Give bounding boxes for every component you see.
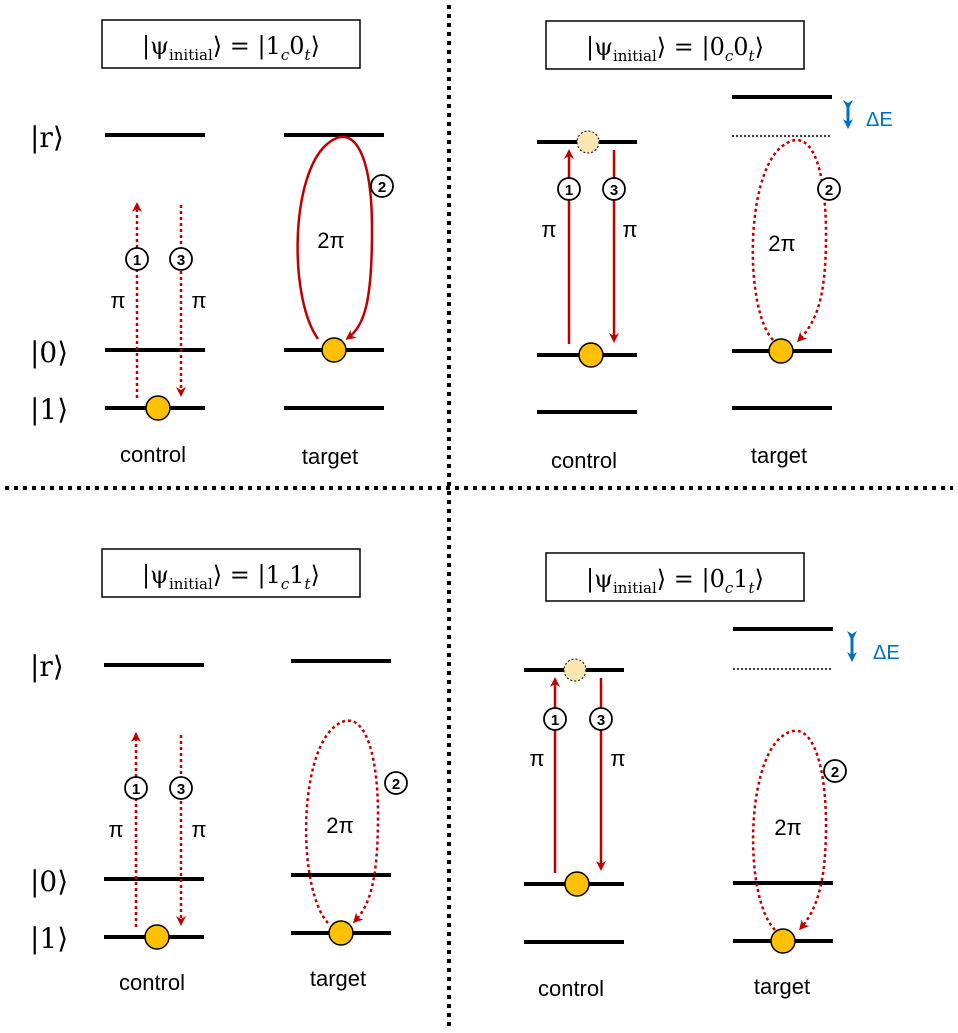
step-2-label: 2 (825, 182, 833, 199)
control-atom (564, 871, 590, 897)
step-1-marker (125, 247, 149, 271)
pi-label-left: π (108, 817, 123, 842)
step-1-label: 1 (133, 252, 141, 269)
step-1-label: 1 (132, 781, 140, 798)
step-3-label: 3 (177, 781, 185, 798)
step-3-label: 3 (177, 252, 185, 269)
pi-label-right: π (191, 817, 206, 842)
level-label-0: |0⟩ (30, 336, 68, 369)
panel-bottom-right: |ψinitial⟩ = |0c1t⟩ ΔE 1 3 π π 2 2π (524, 552, 900, 1001)
two-pi-loop (296, 135, 374, 340)
panel-bottom-left: |ψinitial⟩ = |1c1t⟩ |r⟩ |0⟩ |1⟩ 1 3 π π … (30, 548, 408, 995)
two-pi-label: 2π (317, 228, 344, 253)
step-2-label: 2 (378, 179, 386, 196)
target-atom (328, 920, 354, 946)
control-label: control (538, 976, 604, 1001)
delta-e-label: ΔE (873, 642, 900, 664)
state-box (101, 19, 361, 69)
state-label: |ψinitial⟩ = |1c0t⟩ (142, 32, 320, 64)
pi-label-right: π (610, 746, 625, 771)
state-box (101, 548, 361, 598)
level-label-r: |r⟩ (30, 121, 64, 154)
step-3-marker (589, 707, 613, 731)
control-atom (144, 924, 170, 950)
step-1-marker (124, 776, 148, 800)
panel-top-right: |ψinitial⟩ = |0c0t⟩ ΔE 1 3 π π 2 2π (537, 20, 893, 473)
step-1-marker (543, 707, 567, 731)
step-3-marker (169, 247, 193, 271)
pi-label-right: π (191, 288, 206, 313)
step-1-label: 1 (551, 712, 559, 729)
step-3-marker (169, 776, 193, 800)
two-pi-loop (751, 139, 828, 343)
target-label: target (754, 974, 810, 999)
pi-label-left: π (541, 217, 556, 242)
state-label: |ψinitial⟩ = |1c1t⟩ (142, 561, 320, 593)
step-2-marker (817, 177, 841, 201)
two-pi-label: 2π (768, 231, 795, 256)
target-atom (768, 338, 794, 364)
two-pi-loop (304, 719, 380, 924)
target-label: target (302, 444, 358, 469)
panel-top-left: |ψinitial⟩ = |1c0t⟩ |r⟩ |0⟩ |1⟩ 1 3 π π … (30, 19, 394, 469)
pi-label-left: π (110, 288, 125, 313)
state-box (545, 20, 805, 70)
level-label-r: |r⟩ (30, 650, 64, 683)
pi-label-right: π (622, 217, 637, 242)
step-1-marker (557, 177, 581, 201)
step-3-label: 3 (597, 712, 605, 729)
control-rydberg-atom-faded (563, 658, 587, 682)
control-atom (145, 395, 171, 421)
target-label: target (751, 443, 807, 468)
control-label: control (119, 970, 185, 995)
control-atom (578, 342, 604, 368)
step-3-label: 3 (610, 182, 618, 199)
state-box (545, 552, 805, 602)
step-1-label: 1 (565, 182, 573, 199)
step-2-marker (384, 771, 408, 795)
target-label: target (310, 966, 366, 991)
two-pi-label: 2π (774, 815, 801, 840)
level-label-1: |1⟩ (30, 922, 68, 955)
step-2-label: 2 (831, 764, 839, 781)
control-label: control (120, 442, 186, 467)
level-label-0: |0⟩ (30, 865, 68, 898)
state-label: |ψinitial⟩ = |0c1t⟩ (586, 565, 764, 597)
step-3-marker (602, 177, 626, 201)
two-pi-label: 2π (326, 813, 353, 838)
target-atom (321, 337, 347, 363)
control-label: control (551, 448, 617, 473)
target-atom (770, 928, 796, 954)
step-2-label: 2 (392, 776, 400, 793)
step-2-marker (823, 759, 847, 783)
state-label: |ψinitial⟩ = |0c0t⟩ (586, 33, 764, 65)
control-rydberg-atom-faded (576, 130, 600, 154)
step-2-marker (370, 174, 394, 198)
delta-e-label: ΔE (866, 109, 893, 131)
pi-label-left: π (529, 746, 544, 771)
level-label-1: |1⟩ (30, 393, 68, 426)
